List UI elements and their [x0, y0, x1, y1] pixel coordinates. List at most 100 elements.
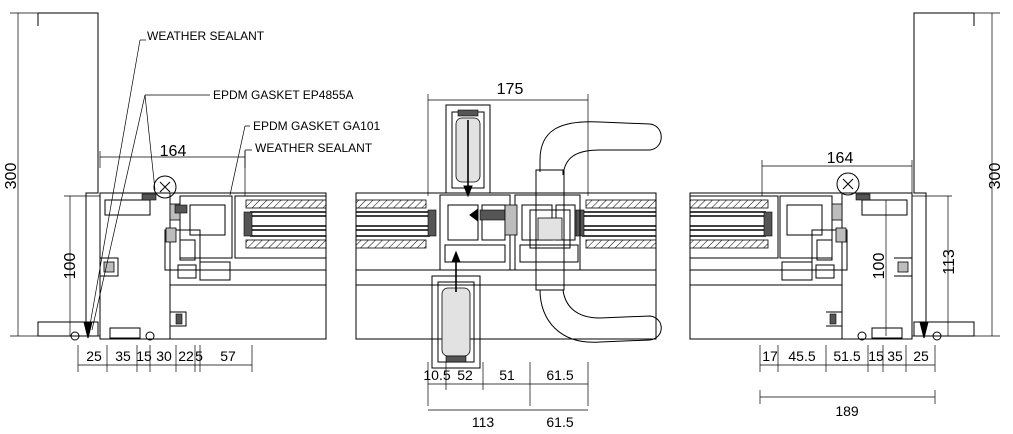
left-section: 300 100	[3, 12, 380, 372]
center-bottom-dim-row2: 113 61.5	[428, 409, 588, 430]
center-top-arrow	[463, 185, 473, 198]
handle-lever-top	[539, 121, 662, 176]
right-dim-189-lines	[759, 390, 936, 404]
right-section: 300 113 100 164	[689, 12, 1004, 419]
center-dim-61-5b: 61.5	[546, 414, 573, 430]
handle-rose	[535, 169, 565, 291]
left-bottom-dim-chain: 25 35 15 30 22 5 57	[77, 345, 253, 372]
right-anchor-bolt	[857, 331, 867, 341]
right-dim-45-5: 45.5	[788, 348, 815, 364]
left-dim-164: 164	[160, 143, 187, 160]
right-sash-chamber	[811, 229, 848, 271]
left-wall-outline	[37, 12, 99, 337]
center-mullion-right	[514, 194, 581, 271]
left-spacer	[243, 211, 253, 237]
center-door-handle	[529, 121, 662, 343]
right-sash-lower	[781, 261, 835, 281]
right-detail-circle	[836, 172, 860, 196]
right-dim-164-lines	[761, 160, 913, 196]
handle-spindle-box	[529, 209, 571, 249]
center-glass-left-2	[355, 239, 427, 249]
right-gasket-b	[835, 227, 847, 243]
center-frame-outer	[355, 192, 657, 340]
left-glass-pane-1	[245, 199, 327, 209]
left-anchor-bolt	[145, 331, 155, 341]
right-glazing-lines	[690, 211, 766, 237]
left-dim-15: 15	[136, 348, 152, 364]
left-anchor-bolt-2	[70, 331, 80, 341]
right-glass-pane-2	[689, 239, 769, 249]
left-sealant-bead	[141, 193, 157, 201]
center-glass-right-1	[585, 199, 657, 209]
left-sash-lower	[177, 261, 231, 281]
right-anchor-bolt-2	[932, 331, 942, 341]
left-gasket-b	[165, 227, 177, 243]
right-bottom-dim-chain: 17 45.5 51.5 15 35 25	[759, 345, 936, 372]
right-dim-51-5: 51.5	[833, 348, 860, 364]
right-dim-300-lines	[974, 12, 1000, 337]
left-sash-profile	[179, 195, 233, 259]
right-dim-189: 189	[835, 403, 859, 419]
center-dim-175: 175	[497, 81, 524, 98]
right-dim-300: 300	[987, 163, 1004, 190]
center-glass-right-2	[585, 239, 657, 249]
label-gasket-ep: EPDM GASKET EP4855A	[213, 88, 354, 102]
handle-neck-top	[539, 160, 564, 175]
left-screw-clip	[170, 311, 187, 327]
handle-lever-bottom	[539, 289, 662, 343]
left-glass-pane-2	[245, 239, 327, 249]
center-dim-113: 113	[472, 414, 495, 430]
label-weather-sealant-top: WEATHER SEALANT	[147, 29, 265, 43]
left-dim-300-lines	[10, 12, 38, 337]
center-bot-cap	[445, 355, 467, 363]
center-dim-51: 51	[499, 367, 515, 383]
leader-weather-sealant-top	[89, 39, 141, 326]
left-sealant-wedge	[83, 321, 93, 339]
right-screw-clip	[826, 311, 843, 327]
left-detail-circle	[153, 175, 177, 199]
left-dim-164-lines	[99, 151, 246, 168]
right-dim-35: 35	[887, 348, 903, 364]
right-glazing-band	[689, 195, 779, 259]
leader-weather-sealant-mid	[244, 149, 252, 196]
right-dim-113: 113	[941, 249, 958, 275]
left-dim-57: 57	[220, 348, 236, 364]
left-sill-lip	[104, 199, 151, 216]
left-dim-35: 35	[115, 348, 131, 364]
right-sealant-bead	[855, 193, 871, 201]
left-dim-30: 30	[156, 348, 172, 364]
center-mullion-left	[439, 194, 511, 271]
center-lock-arrow	[469, 208, 479, 222]
right-bottom-clip	[894, 257, 913, 277]
right-dim-15: 15	[868, 348, 884, 364]
left-dim-5: 5	[195, 348, 203, 364]
right-bottom-clip-fill	[897, 261, 909, 273]
center-spacer-left	[427, 209, 437, 237]
left-dim-25: 25	[86, 348, 102, 364]
right-glass-pane-1	[689, 199, 769, 209]
right-anchor-plate	[871, 327, 903, 339]
right-sill-lip	[861, 199, 908, 216]
left-bottom-clip	[100, 257, 119, 277]
center-glazing-left	[356, 211, 430, 237]
right-detail-cross	[842, 178, 854, 190]
left-detail-cross	[159, 181, 171, 193]
right-spacer	[763, 211, 773, 237]
right-dim-17: 17	[762, 348, 778, 364]
left-glazing-band	[234, 195, 327, 259]
center-lock-bar	[479, 209, 507, 221]
center-glazing-right	[582, 211, 656, 237]
label-gasket-ga: EPDM GASKET GA101	[253, 119, 380, 133]
right-gasket-a	[831, 203, 843, 221]
left-dim-100-lines	[64, 195, 100, 337]
center-glass-left-1	[355, 199, 427, 209]
center-section: 175 10.5 52 51 61.5 113 61.5	[355, 81, 662, 430]
leader-gasket-ep	[144, 94, 210, 191]
right-dim-113-lines	[912, 195, 952, 337]
center-lower-rail-left	[444, 244, 506, 263]
left-gasket-c	[174, 204, 188, 214]
left-bottom-clip-fill	[103, 261, 115, 273]
center-frame-rails	[356, 269, 656, 286]
right-dim-164: 164	[827, 150, 854, 167]
